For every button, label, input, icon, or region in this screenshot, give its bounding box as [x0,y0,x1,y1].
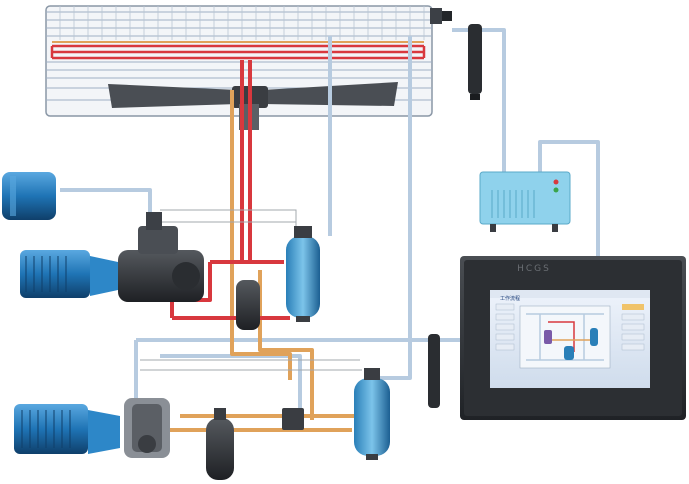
hmi-right-menu [621,304,645,351]
lower-oil-filter [206,408,234,480]
inlet-valve-top [468,24,482,100]
drain-valve-right [428,334,440,408]
lower-screw-compressor [124,398,170,458]
upper-screw-compressor [118,212,204,302]
hmi-screen-title: 工作流程 [500,296,521,302]
hmi-touch-panel [460,256,686,420]
hmi-left-menu [495,303,515,351]
air-intake-filter [2,172,56,220]
upper-drive-motor [20,250,118,298]
lower-drive-motor [14,404,120,454]
upper-oil-separator-tank [286,226,320,322]
refrigerated-air-dryer [479,171,571,232]
lower-oil-separator-tank [354,368,390,460]
oil-filter-canister [236,280,260,330]
hmi-brand-label: HCGS [517,264,551,274]
hmi-process-graphic [519,305,611,369]
check-valve [282,408,304,430]
